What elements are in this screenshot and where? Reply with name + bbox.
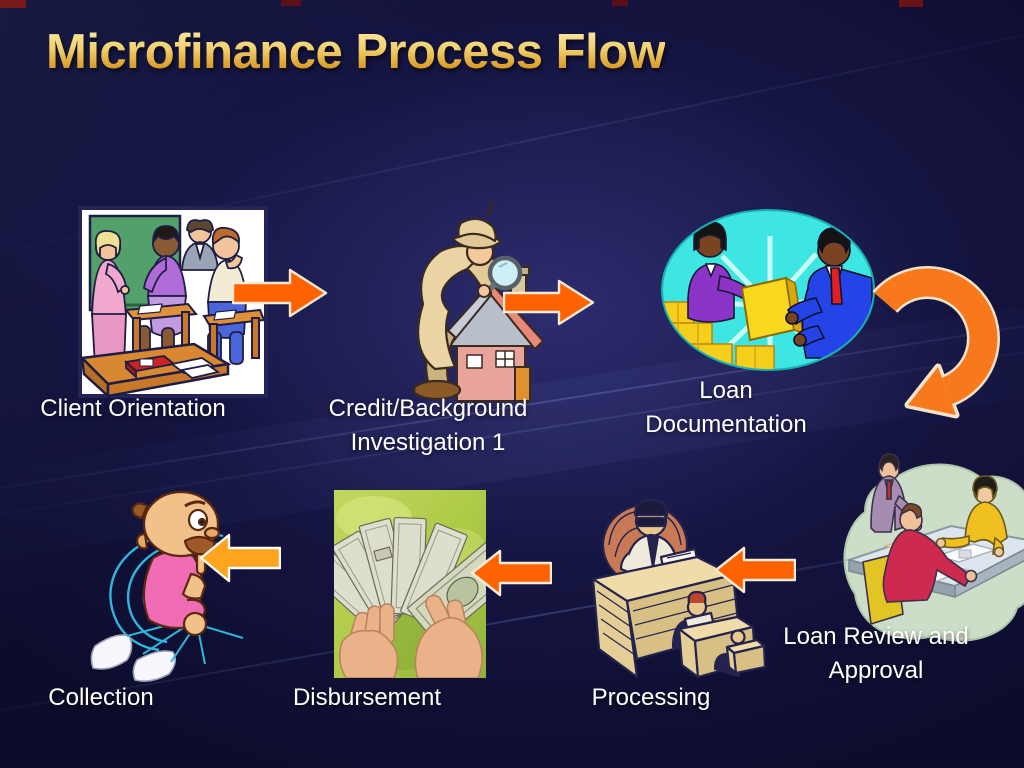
- arrow-processing-to-disbursement: [470, 549, 552, 597]
- top-edge-mark: [899, 0, 923, 7]
- clerk-at-desks-clipart: [591, 498, 767, 679]
- arrow-loan-review-to-processing: [714, 546, 796, 594]
- label-credit-investigation: Credit/Background Investigation 1: [328, 395, 528, 456]
- hands-holding-cash-photo: [334, 490, 486, 678]
- right-arrow-icon: [232, 268, 328, 318]
- detective-magnifying-house-clipart: [412, 200, 544, 402]
- label-loan-review-approval: Loan Review and Approval: [783, 623, 969, 684]
- arrow-client-to-credit: [232, 268, 328, 318]
- slide-title: Microfinance Process Flow: [46, 25, 666, 79]
- top-edge-mark: [612, 0, 628, 6]
- curved-arrow-icon: [872, 266, 1000, 419]
- label-client-orientation: Client Orientation: [40, 395, 226, 422]
- label-collection: Collection: [48, 684, 154, 711]
- meeting-table-clipart: [843, 453, 1024, 642]
- label-processing: Processing: [591, 684, 711, 711]
- arrow-disbursement-to-collection: [199, 532, 281, 584]
- document-handover-clipart: [661, 209, 875, 371]
- arrow-loan-documentation-to-loan-review: [853, 248, 1001, 453]
- label-loan-documentation: Loan Documentation: [645, 377, 807, 438]
- label-disbursement: Disbursement: [292, 684, 442, 711]
- loan-review-approval-image: [833, 444, 1024, 649]
- collection-image: [75, 478, 275, 690]
- left-arrow-icon: [199, 533, 281, 583]
- man-with-papers-clipart: [90, 490, 244, 682]
- credit-investigation-image: [383, 199, 555, 404]
- left-arrow-icon: [470, 549, 552, 597]
- classroom-training-clipart: [78, 206, 268, 398]
- disbursement-image: [334, 490, 486, 678]
- top-edge-mark: [281, 0, 301, 6]
- client-orientation-image: [78, 206, 268, 398]
- top-edge-mark: [0, 0, 26, 8]
- arrow-credit-to-loan-documentation: [503, 279, 595, 326]
- right-arrow-icon: [503, 279, 595, 326]
- loan-documentation-image: [658, 206, 876, 374]
- processing-image: [585, 479, 770, 684]
- left-arrow-icon: [714, 546, 796, 594]
